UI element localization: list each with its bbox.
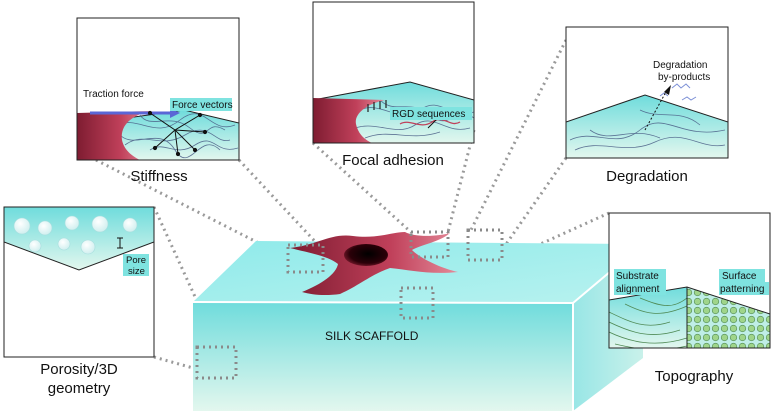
magnifier-boxes xyxy=(195,228,504,380)
magnifier-box-degradation xyxy=(466,228,504,262)
topography-caption: Topography xyxy=(655,368,734,385)
pore-size-line2: size xyxy=(128,266,145,277)
surface-patterning-line2: patterning xyxy=(720,284,764,295)
magnifier-box-topography xyxy=(399,286,435,320)
porosity-caption-line2: geometry xyxy=(48,380,111,397)
magnifier-box-porosity xyxy=(195,345,238,380)
scaffold-top-face xyxy=(193,241,643,303)
porosity-caption-line1: Porosity/3D xyxy=(40,361,118,378)
stiffness-caption: Stiffness xyxy=(130,168,187,185)
rgd-sequences-label: RGD sequences xyxy=(392,109,465,120)
substrate-alignment-line1: Substrate xyxy=(616,271,659,282)
degradation-byproducts-line1: Degradation xyxy=(653,60,707,71)
degradation-byproducts-line2: by-products xyxy=(658,72,710,83)
scaffold-front-face xyxy=(193,302,573,411)
panel-stiffness: Traction force Force vectors xyxy=(76,17,240,161)
magnifier-box-focal-adhesion xyxy=(409,230,450,259)
pore-size-line1: Pore xyxy=(126,255,146,266)
stiffness-cell xyxy=(77,111,150,160)
cell-nucleus xyxy=(344,244,388,266)
scaffold-label: SILK SCAFFOLD xyxy=(325,329,419,343)
focal-adhesion-caption: Focal adhesion xyxy=(342,152,444,169)
cell-on-scaffold xyxy=(290,232,458,296)
force-vectors-label: Force vectors xyxy=(172,100,233,111)
panel-degradation: Degradation by-products xyxy=(565,26,729,159)
substrate-alignment-line2: alignment xyxy=(616,284,660,295)
panel-porosity: Pore size xyxy=(3,206,155,358)
panel-topography: Substrate alignment Surface patterning xyxy=(608,212,771,349)
force-vectors-arrows xyxy=(147,110,208,157)
substrate-alignment-surface xyxy=(609,287,687,348)
panel-focal-adhesion: RGD sequences xyxy=(312,1,475,144)
magnifier-box-stiffness xyxy=(286,243,325,274)
surface-patterning-line1: Surface xyxy=(722,271,757,282)
pores xyxy=(13,215,138,255)
degradation-caption: Degradation xyxy=(606,168,688,185)
traction-force-label: Traction force xyxy=(83,89,144,100)
focal-adhesion-cell xyxy=(313,98,385,143)
